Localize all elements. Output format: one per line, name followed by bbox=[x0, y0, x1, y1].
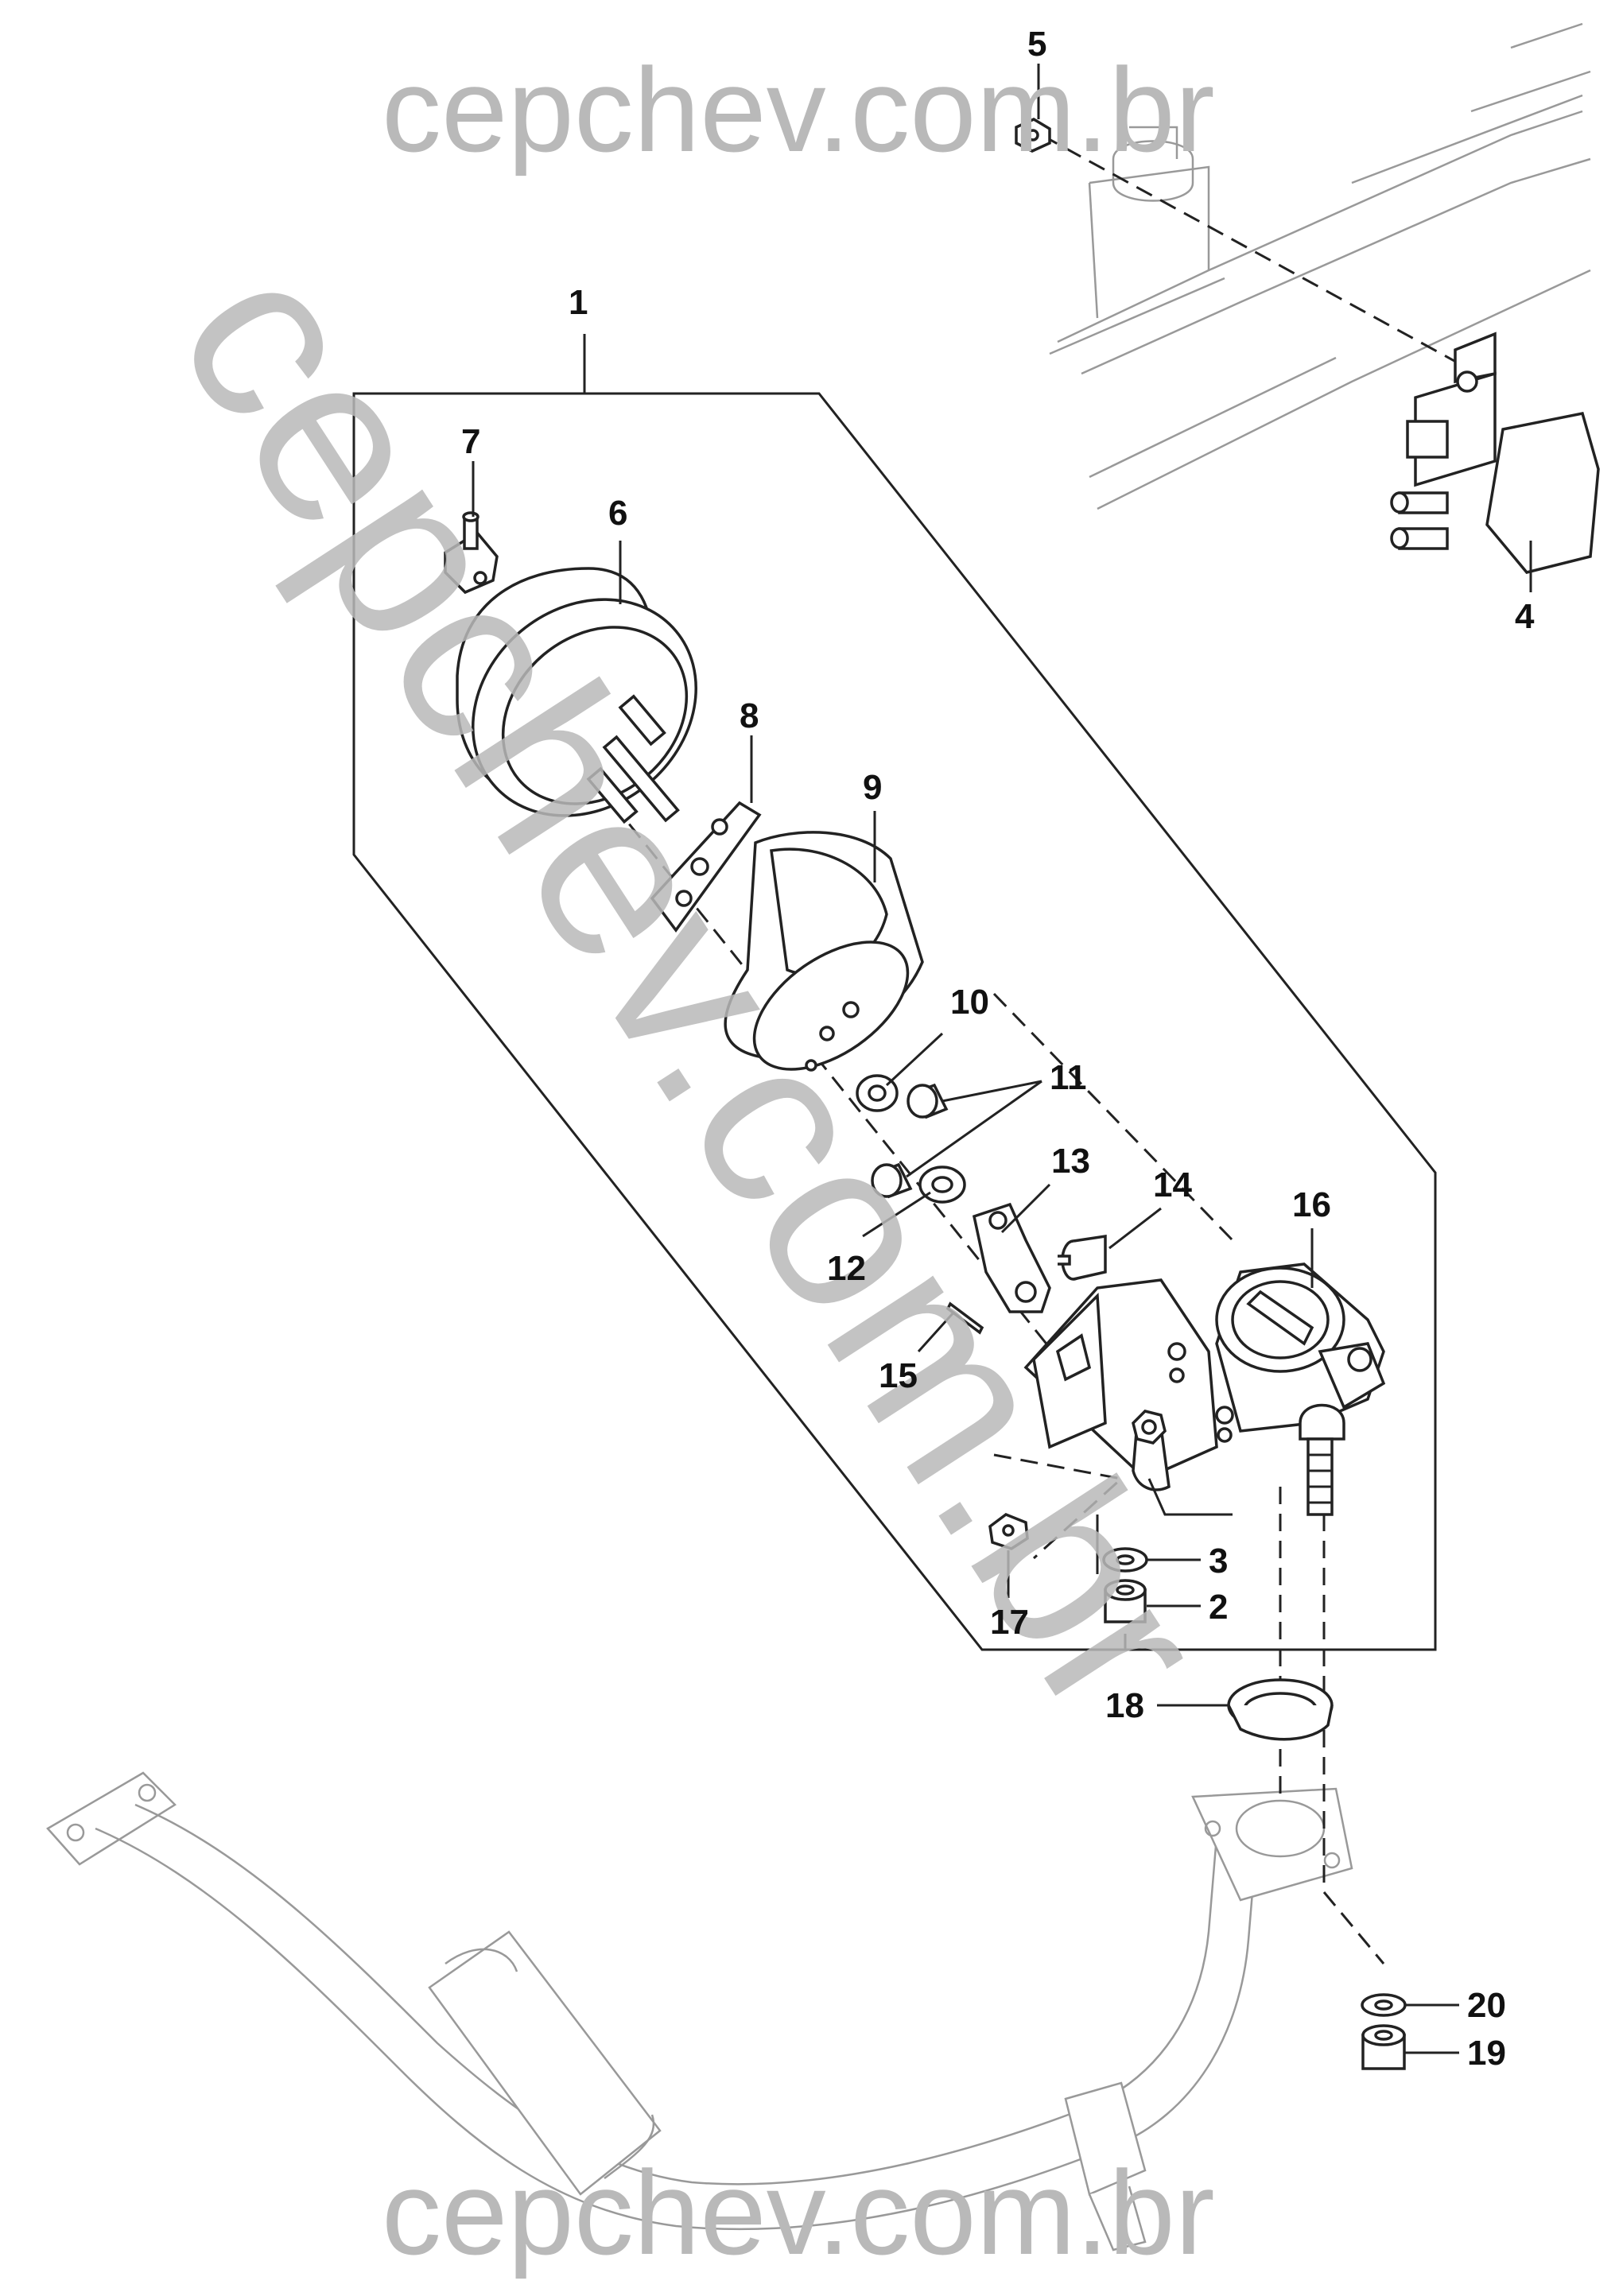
callout-18: 18 bbox=[1105, 1686, 1144, 1725]
callout-10: 10 bbox=[950, 983, 989, 1022]
assembly-outline bbox=[352, 392, 1437, 1651]
nut-part-19 bbox=[1361, 2024, 1406, 2070]
callout-12: 12 bbox=[827, 1249, 866, 1288]
engine-bracket-outline bbox=[1049, 22, 1591, 510]
callout-7: 7 bbox=[461, 422, 480, 461]
callout-16: 16 bbox=[1292, 1185, 1331, 1224]
seal-ring-part bbox=[1227, 1678, 1334, 1741]
leader-13 bbox=[1000, 1183, 1051, 1234]
exhaust-pipe-outline bbox=[46, 1771, 1353, 2251]
solenoid-valve-part bbox=[1390, 332, 1600, 574]
bushing-part-12 bbox=[918, 1165, 966, 1204]
leader-11 bbox=[906, 1080, 1042, 1178]
gasket-part bbox=[650, 801, 762, 933]
watermark-top: cepchev.com.br bbox=[382, 43, 1215, 176]
callout-15: 15 bbox=[879, 1356, 918, 1395]
callout-17: 17 bbox=[990, 1603, 1029, 1642]
assembly-dashed-lines bbox=[611, 134, 1464, 1964]
vacuum-fitting-part bbox=[444, 511, 499, 595]
callout-20: 20 bbox=[1467, 1986, 1506, 2025]
vacuum-actuator-part bbox=[456, 567, 697, 824]
leader-10 bbox=[885, 1032, 944, 1087]
callout-2: 2 bbox=[1209, 1588, 1228, 1627]
actuator-bracket-part bbox=[724, 831, 924, 1072]
nut-part-5 bbox=[1015, 118, 1051, 153]
callout-6: 6 bbox=[608, 494, 627, 533]
leader-bracket-2-3 bbox=[1096, 1478, 1233, 1650]
callout-14: 14 bbox=[1153, 1165, 1192, 1204]
leader-14 bbox=[1108, 1207, 1162, 1250]
exhaust-brake-valve-part bbox=[1023, 1262, 1386, 1516]
callout-5: 5 bbox=[1027, 25, 1046, 64]
leader-15 bbox=[917, 1310, 956, 1353]
callout-11: 11 bbox=[1050, 1058, 1087, 1097]
callout-13: 13 bbox=[1051, 1142, 1090, 1181]
callout-1: 1 bbox=[569, 283, 588, 322]
nut-part-17 bbox=[988, 1513, 1029, 1550]
bushing-part-11 bbox=[871, 1083, 949, 1199]
callout-9: 9 bbox=[863, 768, 882, 807]
callout-4: 4 bbox=[1515, 597, 1535, 636]
callout-8: 8 bbox=[740, 696, 759, 735]
callout-19: 19 bbox=[1467, 2034, 1506, 2073]
bolt-part-14 bbox=[1058, 1234, 1107, 1281]
watermark-diagonal: cepchev.com.br bbox=[127, 216, 1260, 1759]
washer-part-20 bbox=[1361, 1993, 1407, 2017]
lever-arm-part bbox=[972, 1202, 1051, 1313]
callout-3: 3 bbox=[1209, 1542, 1228, 1580]
pin-part-15 bbox=[945, 1301, 984, 1335]
nut-part-2 bbox=[1104, 1579, 1147, 1623]
watermark-bottom: cepchev.com.br bbox=[382, 2146, 1215, 2279]
leader-12 bbox=[862, 1191, 931, 1238]
